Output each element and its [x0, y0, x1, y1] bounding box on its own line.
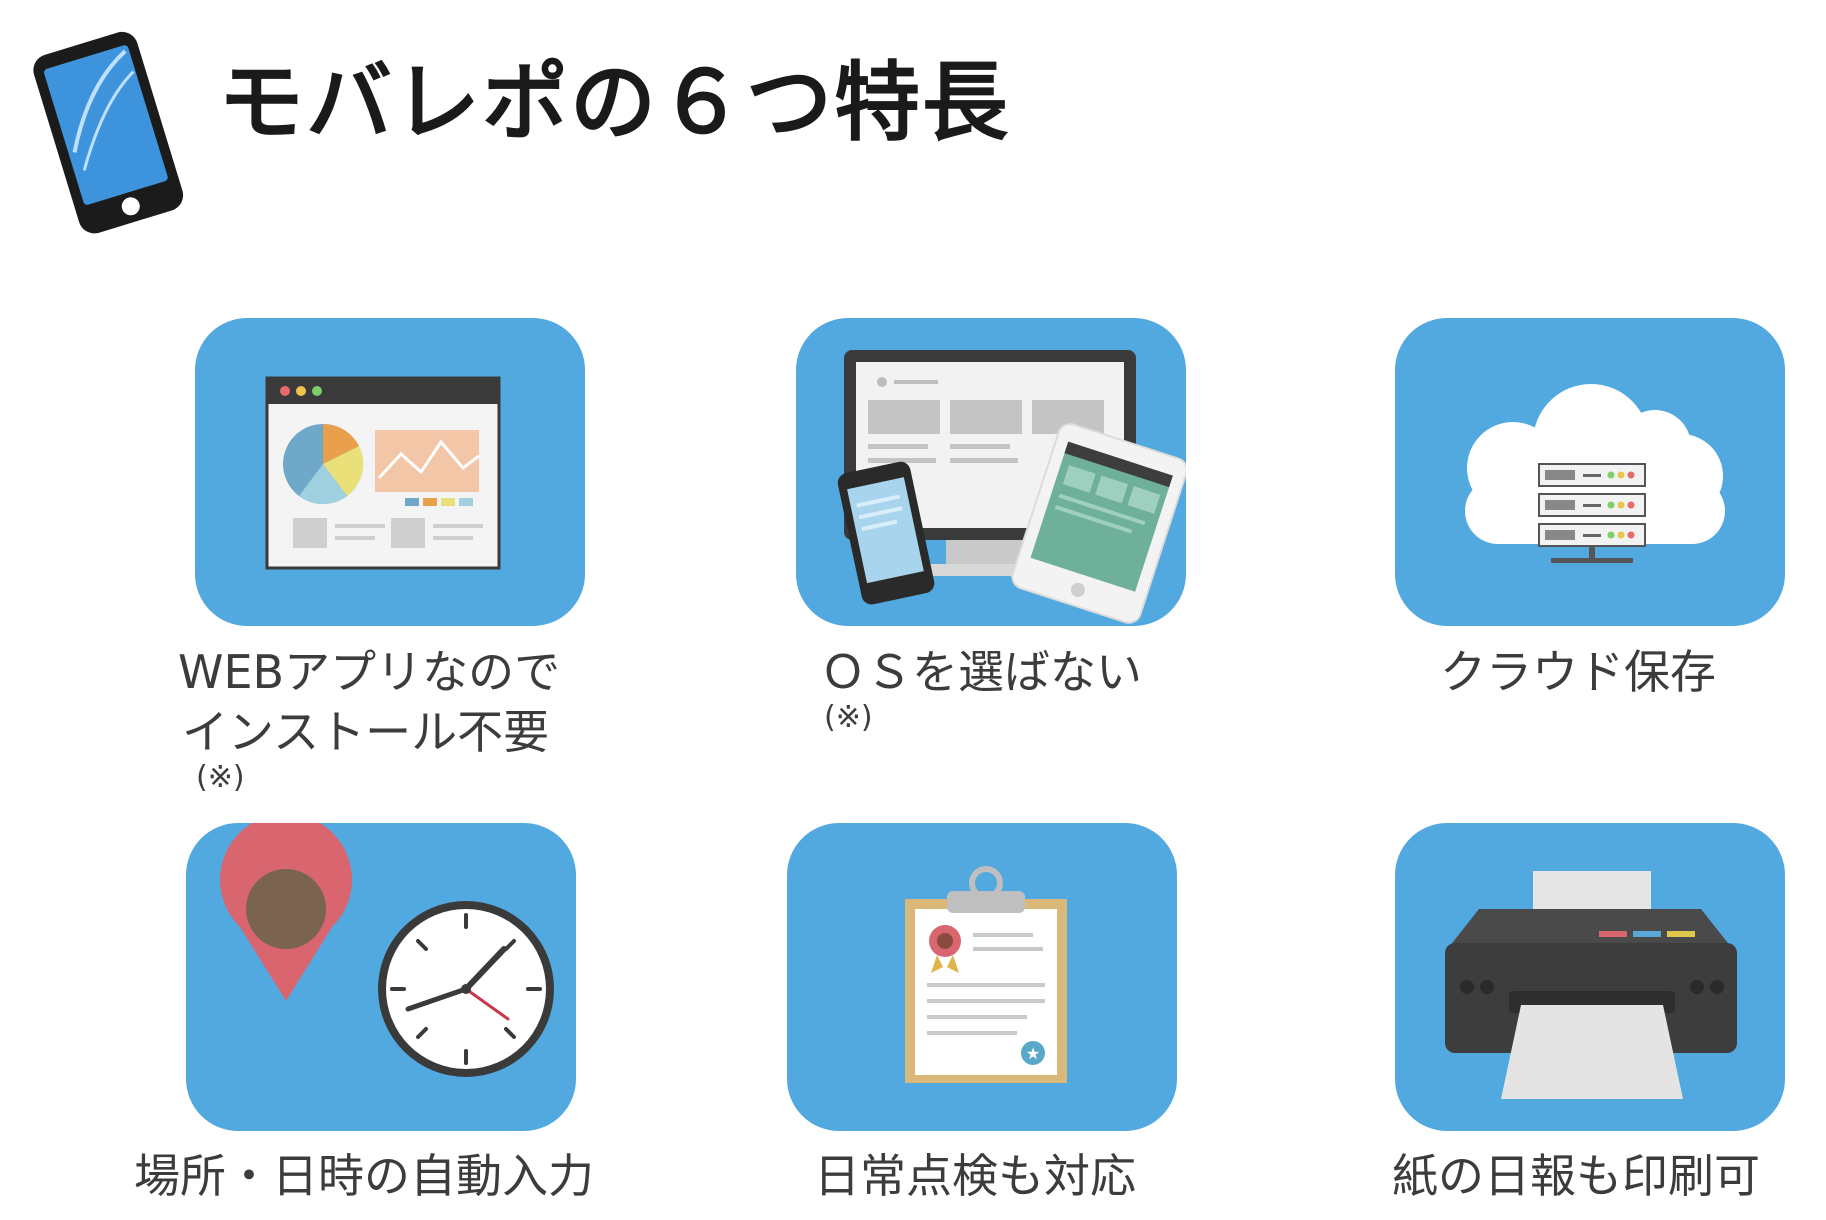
feature-label-line1: 日常点検も対応	[814, 1149, 1136, 1203]
feature-label-line1: 紙の日報も印刷可	[1392, 1149, 1760, 1203]
page-header: モバレポの６つ特長	[0, 0, 1826, 260]
page-title: モバレポの６つ特長	[218, 53, 1010, 153]
printer-icon	[1395, 823, 1785, 1131]
location-clock-icon	[186, 823, 576, 1131]
feature-label-line2: インストール不要	[182, 705, 550, 759]
feature-label-line1: クラウド保存	[1440, 645, 1716, 699]
multi-device-icon	[796, 318, 1186, 626]
feature-footnote: (※)	[824, 700, 873, 735]
svg-text:★: ★	[1026, 1044, 1040, 1063]
clipboard-icon: ★	[787, 823, 1177, 1131]
feature-label-line1: 場所・日時の自動入力	[134, 1149, 594, 1203]
feature-footnote: (※)	[196, 760, 245, 795]
smartphone-icon	[22, 22, 192, 242]
web-dashboard-icon	[195, 318, 585, 626]
feature-label-line1: ＯＳを選ばない	[820, 645, 1142, 699]
feature-label-line1: WEBアプリなので	[178, 645, 561, 699]
cloud-server-icon	[1395, 318, 1785, 626]
